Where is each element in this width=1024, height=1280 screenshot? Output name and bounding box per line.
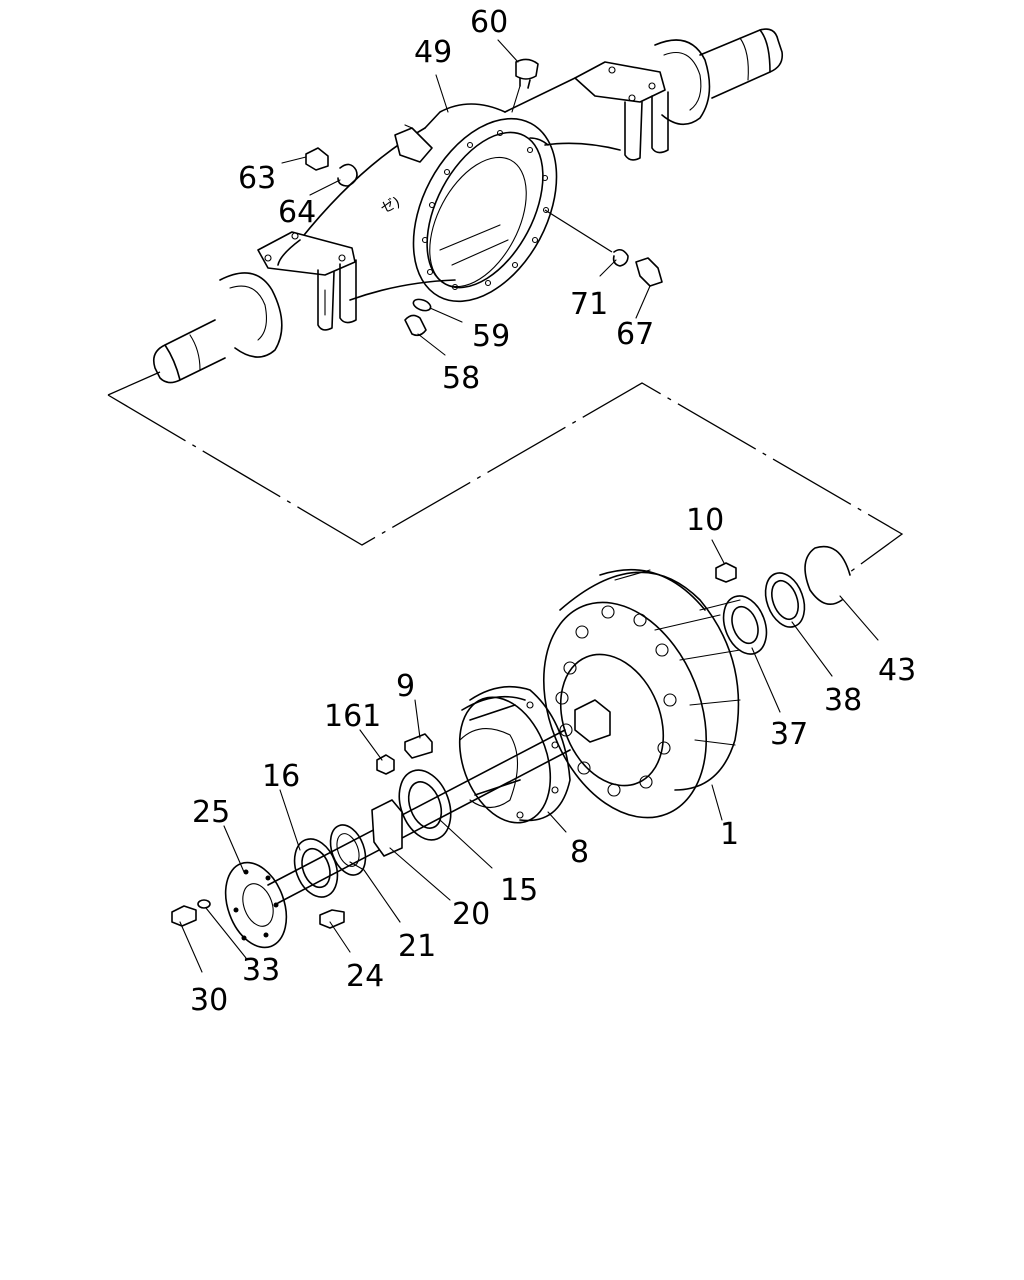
callout-1: 1 (720, 817, 739, 852)
callout-64: 64 (278, 195, 316, 230)
bolt-24 (319, 909, 345, 929)
envelope-boundary (107, 382, 904, 573)
callout-16: 16 (262, 759, 300, 794)
callout-labels: 60 49 63 64 71 67 59 58 10 43 38 37 9 16… (190, 5, 916, 1018)
callout-21: 21 (398, 929, 436, 964)
seal-38 (764, 572, 806, 628)
nut-161 (376, 754, 395, 775)
callout-24: 24 (346, 959, 384, 994)
brake-drum (542, 568, 741, 819)
callout-9: 9 (396, 669, 415, 704)
callout-43: 43 (878, 653, 916, 688)
svg-text:ゼ): ゼ) (378, 194, 402, 217)
leader-lines-bottom (179, 539, 879, 973)
callout-63: 63 (238, 161, 276, 196)
callout-30: 30 (190, 983, 228, 1018)
seal-16 (293, 838, 339, 898)
envelope-top-left (107, 371, 161, 396)
guide-line-71 (544, 209, 613, 253)
callout-38: 38 (824, 683, 862, 718)
housing-fasteners (305, 58, 663, 337)
callout-10: 10 (686, 503, 724, 538)
callout-60: 60 (470, 5, 508, 40)
washer-33 (197, 899, 211, 909)
bearing-37 (722, 595, 768, 655)
leader-lines-top (281, 39, 651, 356)
callout-20: 20 (452, 897, 490, 932)
nut-10 (715, 562, 737, 583)
callout-25: 25 (192, 795, 230, 830)
flange-25 (224, 861, 288, 949)
callout-8: 8 (570, 835, 589, 870)
wheel-hub (458, 685, 611, 824)
callout-67: 67 (616, 317, 654, 352)
callout-33: 33 (242, 953, 280, 988)
callout-59: 59 (472, 319, 510, 354)
axle-housing: ゼ) (152, 28, 784, 384)
spacer-20 (371, 799, 403, 857)
bolt-30 (171, 905, 197, 927)
callout-58: 58 (442, 361, 480, 396)
callout-37: 37 (770, 717, 808, 752)
callout-49: 49 (414, 35, 452, 70)
callout-71: 71 (570, 287, 608, 322)
callout-161: 161 (324, 699, 381, 734)
bolt-9 (404, 733, 433, 759)
snap-ring-43 (804, 545, 851, 606)
callout-15: 15 (500, 873, 538, 908)
